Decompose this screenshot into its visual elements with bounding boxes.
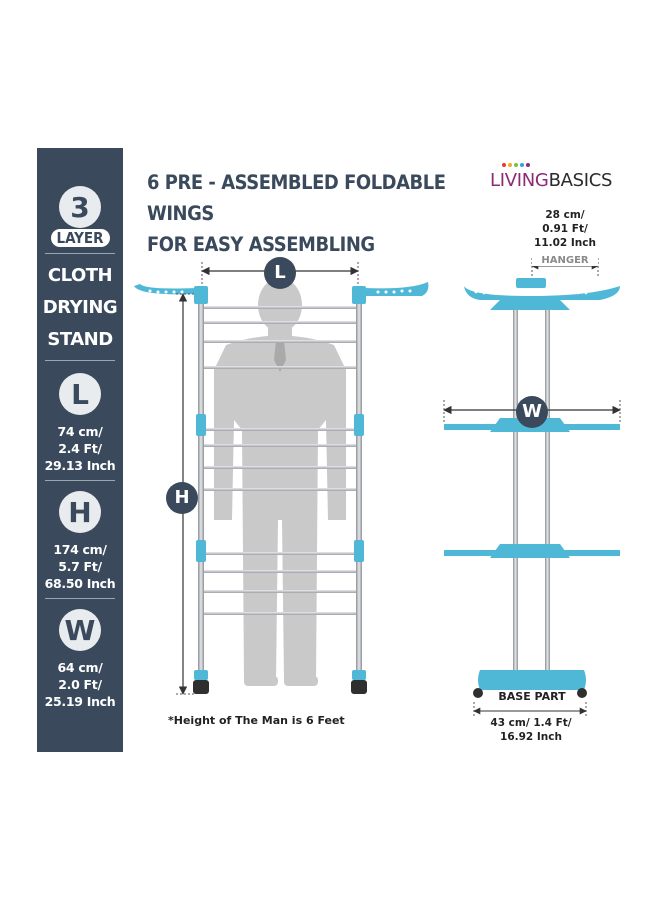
- height-badge: H: [59, 491, 101, 533]
- feature-heading: 6 PRE - ASSEMBLED FOLDABLE WINGS FOR EAS…: [147, 167, 451, 260]
- front-right-pole: [356, 290, 362, 682]
- width-badge: W: [59, 609, 101, 651]
- side-top-hanger: [464, 286, 620, 300]
- title-line-3: STAND: [47, 329, 113, 350]
- front-connectors: [194, 286, 366, 680]
- divider: [45, 598, 115, 599]
- length-cm: 74 cm/: [57, 424, 103, 439]
- heading-line-2: FOR EASY ASSEMBLING: [147, 233, 375, 256]
- logo-dot: [526, 163, 530, 167]
- length-ft: 2.4 Ft/: [58, 441, 102, 456]
- width-inch: 25.19 Inch: [44, 694, 116, 709]
- base-dimension: 43 cm/ 1.4 Ft/ 16.92 Inch: [474, 716, 588, 744]
- height-inch: 68.50 Inch: [44, 576, 116, 591]
- hanger-dimension: 28 cm/ 0.91 Ft/ 11.02 Inch: [520, 208, 610, 250]
- hanger-inch: 11.02 Inch: [534, 237, 596, 249]
- length-badge: L: [59, 373, 101, 415]
- man-silhouette: [214, 278, 346, 686]
- logo-dot: [502, 163, 506, 167]
- side-pole-left: [513, 300, 518, 672]
- spec-sidebar: 3 LAYER CLOTH DRYING STAND L 74 cm/ 2.4 …: [37, 148, 123, 752]
- brand-logo: LIVINGBASICS: [490, 160, 630, 200]
- height-cm: 174 cm/: [53, 542, 107, 557]
- heading-line-1: 6 PRE - ASSEMBLED FOLDABLE WINGS: [147, 171, 446, 225]
- title-line-2: DRYING: [42, 297, 118, 318]
- divider: [45, 360, 115, 361]
- hanger-label: HANGER: [532, 255, 598, 266]
- base-cm-ft: 43 cm/ 1.4 Ft/: [490, 717, 572, 729]
- title-line-1: CLOTH: [47, 265, 113, 286]
- hanger-ft: 0.91 Ft/: [542, 223, 588, 235]
- front-rails: [204, 306, 356, 615]
- logo-dot: [508, 163, 512, 167]
- side-pole-right: [545, 300, 550, 672]
- front-view: [134, 257, 429, 695]
- length-marker: L: [274, 262, 286, 283]
- base-part: [478, 670, 586, 690]
- width-cm: 64 cm/: [57, 660, 103, 675]
- base-label: BASE PART: [494, 690, 570, 703]
- divider: [45, 253, 115, 254]
- logo-dot: [520, 163, 524, 167]
- width-ft: 2.0 Ft/: [58, 677, 102, 692]
- layer-count-badge: 3: [59, 186, 101, 228]
- width-marker-badge: [516, 396, 548, 428]
- height-marker: H: [174, 487, 190, 508]
- length-inch: 29.13 Inch: [44, 458, 116, 473]
- divider: [45, 480, 115, 481]
- logo-basics: BASICS: [548, 170, 613, 191]
- length-marker-badge: [264, 257, 296, 289]
- width-marker: W: [522, 401, 542, 422]
- hanger-cm: 28 cm/: [545, 209, 585, 221]
- height-marker-badge: [166, 482, 198, 514]
- layer-label: LAYER: [50, 229, 110, 247]
- logo-dots-icon: [502, 163, 530, 167]
- height-note: *Height of The Man is 6 Feet: [168, 714, 345, 727]
- side-view: [443, 258, 621, 718]
- height-ft: 5.7 Ft/: [58, 559, 102, 574]
- front-left-pole: [198, 290, 204, 682]
- front-wheels: [193, 680, 367, 694]
- right-hanger-wing: [364, 282, 429, 296]
- base-inch: 16.92 Inch: [500, 731, 562, 743]
- logo-dot: [514, 163, 518, 167]
- logo-living: LIVING: [490, 170, 549, 191]
